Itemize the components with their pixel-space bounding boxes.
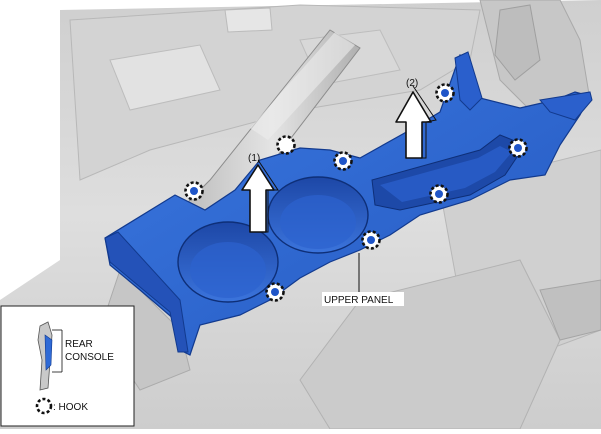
arrow-2-up bbox=[395, 85, 437, 159]
rear-console-icon bbox=[37, 321, 63, 391]
legend-rear-line1: REAR bbox=[65, 339, 93, 350]
arrow-1-label: (1) bbox=[248, 153, 260, 164]
hook-marker bbox=[184, 181, 204, 201]
hook-marker bbox=[508, 138, 528, 158]
upper-panel-callout: UPPER PANEL bbox=[322, 253, 404, 306]
hook-marker bbox=[429, 184, 449, 204]
legend-hook-icon bbox=[35, 397, 53, 415]
legend-rear-line2: CONSOLE bbox=[65, 352, 114, 363]
upper-panel-label: UPPER PANEL bbox=[324, 295, 394, 306]
hook-marker bbox=[333, 151, 353, 171]
legend-box: REAR CONSOLE : HOOK bbox=[0, 305, 135, 427]
hook-marker bbox=[361, 230, 381, 250]
arrow-1-up bbox=[241, 159, 279, 233]
hook-marker bbox=[276, 135, 296, 155]
hook-marker bbox=[435, 83, 455, 103]
legend-hook-label: : HOOK bbox=[53, 402, 88, 413]
arrow-2-label: (2) bbox=[406, 78, 418, 89]
hook-marker bbox=[265, 282, 285, 302]
upper-panel bbox=[104, 51, 593, 356]
